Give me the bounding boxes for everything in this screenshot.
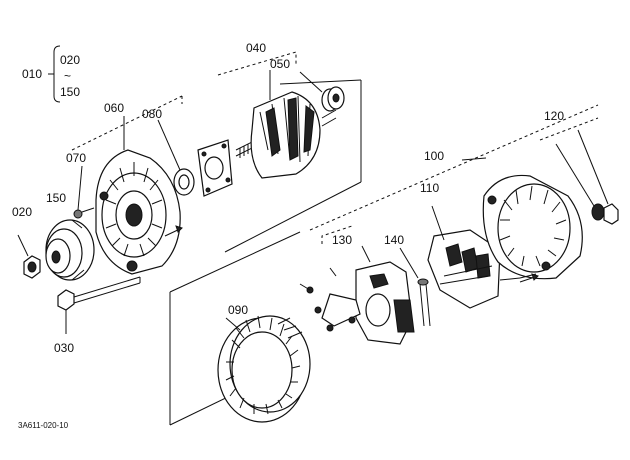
label-040: 040: [246, 41, 266, 55]
label-050: 050: [270, 57, 290, 71]
rectifier: [427, 205, 521, 309]
figure-reference-code: 3A611-020-10: [18, 421, 69, 430]
regulator-assembly: [299, 245, 415, 345]
label-140: 140: [384, 233, 404, 247]
assembly-bracket: 010 020 ~ 150: [22, 45, 80, 103]
label-100: 100: [424, 149, 444, 163]
stator: [217, 315, 311, 423]
screw-070: [73, 165, 95, 219]
label-020: 020: [12, 205, 32, 219]
front-bearing: [157, 119, 195, 196]
front-housing: [95, 116, 181, 275]
assembly-arrows: [164, 225, 539, 283]
label-060: 060: [104, 101, 124, 115]
nut: [17, 234, 41, 279]
label-150: 150: [46, 191, 66, 205]
terminal-screw: [399, 247, 431, 327]
label-150-range-end: 150: [60, 85, 80, 99]
through-bolt: [57, 276, 141, 334]
label-120: 120: [544, 109, 564, 123]
group-outline-front: [71, 51, 362, 253]
label-010: 010: [22, 67, 42, 81]
label-070: 070: [66, 151, 86, 165]
terminal-nut: [555, 129, 619, 225]
label-020-range-start: 020: [60, 53, 80, 67]
rear-housing: [461, 157, 583, 280]
pulley: [45, 219, 95, 281]
rear-bearing: [299, 71, 345, 112]
label-130: 130: [332, 233, 352, 247]
label-090: 090: [228, 303, 248, 317]
label-110: 110: [420, 181, 439, 195]
label-030: 030: [54, 341, 74, 355]
label-080: 080: [142, 107, 162, 121]
label-range-tilde: ~: [64, 69, 71, 83]
bearing-retainer-plate: [197, 139, 233, 197]
rotor: [235, 70, 337, 179]
